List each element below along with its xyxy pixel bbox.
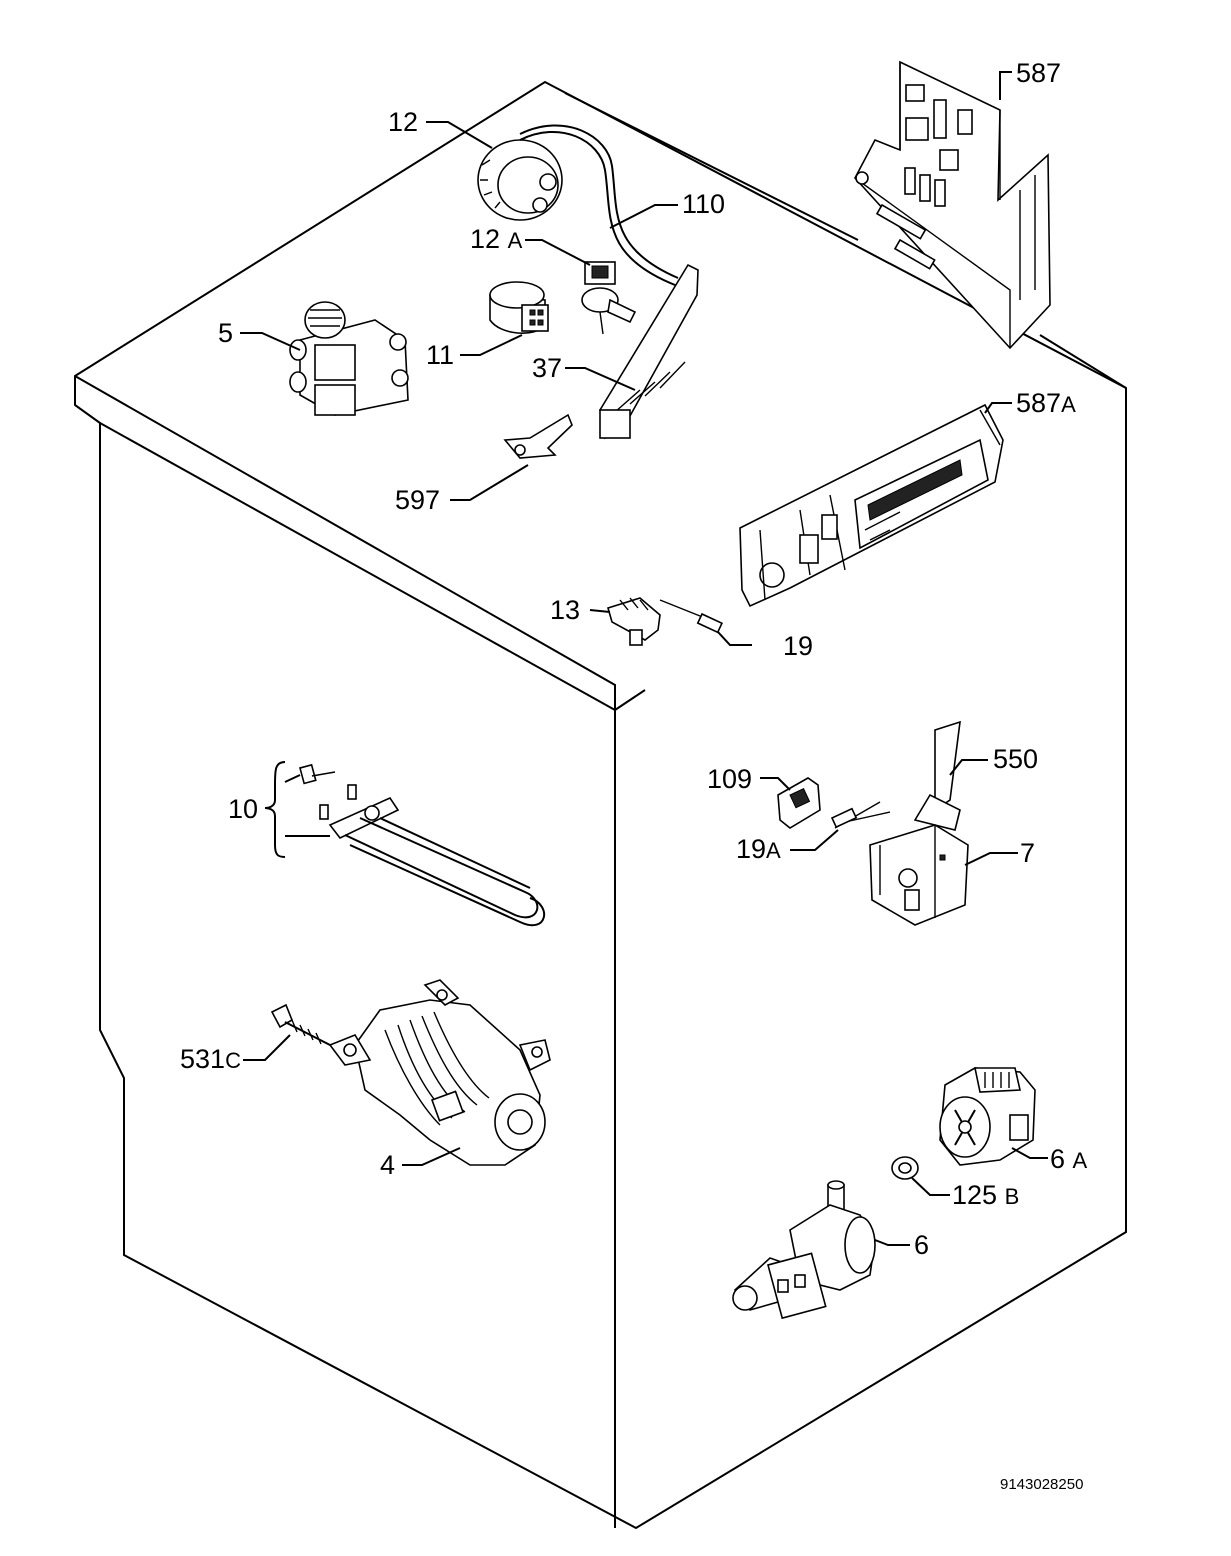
callout-19: 19 xyxy=(783,633,813,660)
callout-13: 13 xyxy=(550,597,580,624)
callout-12: 12 xyxy=(388,109,418,136)
pump-6 xyxy=(732,1180,876,1320)
callout-7: 7 xyxy=(1020,840,1035,867)
callout-suffix: A xyxy=(507,228,523,253)
callout-6a: 6 A xyxy=(1050,1146,1087,1173)
connector-37 xyxy=(599,263,699,440)
pressure-switch-12 xyxy=(477,139,563,221)
callout-4: 4 xyxy=(380,1152,395,1179)
callout-109: 109 xyxy=(707,766,752,793)
callout-6: 6 xyxy=(914,1232,929,1259)
callout-number: 550 xyxy=(993,744,1039,774)
callout-587: 587 xyxy=(1016,60,1061,87)
callout-number: 6 xyxy=(914,1230,930,1260)
o-ring-125b xyxy=(891,1156,919,1180)
hose-110 xyxy=(519,124,679,286)
callout-suffix: A xyxy=(766,838,781,863)
callout-number: 531 xyxy=(180,1044,226,1074)
callout-11: 11 xyxy=(426,342,454,369)
leader-lines xyxy=(240,71,1048,1246)
sensor-19a xyxy=(830,801,891,829)
callout-125b: 125 B xyxy=(952,1182,1019,1209)
callout-number: 19 xyxy=(783,631,814,661)
callout-number: 13 xyxy=(550,595,581,625)
callout-number: 5 xyxy=(218,318,234,348)
connector-13 xyxy=(607,597,661,646)
capacitor-11 xyxy=(489,281,549,335)
callout-number: 19 xyxy=(736,834,767,864)
callout-number: 109 xyxy=(707,764,753,794)
callout-number: 7 xyxy=(1020,838,1036,868)
control-board-587 xyxy=(854,60,1051,350)
callout-number: 110 xyxy=(682,189,726,219)
clip-597 xyxy=(503,413,573,459)
callout-number: 11 xyxy=(426,340,455,370)
sensor-19 xyxy=(659,599,724,634)
callout-suffix: B xyxy=(1004,1184,1020,1209)
cover-109 xyxy=(777,777,821,829)
heating-element-10 xyxy=(299,763,546,927)
display-board-587a xyxy=(739,403,1004,608)
callout-suffix: A xyxy=(1061,392,1076,417)
callout-number: 6 xyxy=(1050,1144,1066,1174)
callout-10: 10 xyxy=(228,796,258,823)
cabinet-outline xyxy=(74,80,1127,1530)
inlet-valve-5 xyxy=(289,301,409,416)
callout-suffix: A xyxy=(1072,1148,1088,1173)
callout-number: 37 xyxy=(532,353,563,383)
callout-number: 4 xyxy=(380,1150,396,1180)
callout-531c: 531C xyxy=(180,1046,241,1073)
callout-19a: 19A xyxy=(736,836,781,863)
callout-550: 550 xyxy=(993,746,1038,773)
callout-587a: 587A xyxy=(1016,390,1076,417)
door-lock-7 xyxy=(869,720,969,926)
callout-12a: 12 A xyxy=(470,226,522,253)
callout-5: 5 xyxy=(218,320,233,347)
callout-597: 597 xyxy=(395,487,440,514)
callout-number: 587 xyxy=(1016,58,1062,88)
callout-number: 597 xyxy=(395,485,441,515)
callout-number: 10 xyxy=(228,794,259,824)
callout-number: 125 xyxy=(952,1180,998,1210)
callout-number: 12 xyxy=(388,107,419,137)
callout-110: 110 xyxy=(682,191,725,218)
diagram-code: 9143028250 xyxy=(1000,1476,1084,1493)
pressure-sensor-12a xyxy=(581,261,637,335)
callout-37: 37 xyxy=(532,355,562,382)
bolt-531c xyxy=(270,1003,331,1046)
callout-number: 587 xyxy=(1016,388,1062,418)
pump-motor-6a xyxy=(939,1067,1036,1166)
bracket-10 xyxy=(264,761,286,858)
callout-number: 12 xyxy=(470,224,501,254)
motor-4 xyxy=(328,979,551,1166)
callout-suffix: C xyxy=(225,1048,241,1073)
